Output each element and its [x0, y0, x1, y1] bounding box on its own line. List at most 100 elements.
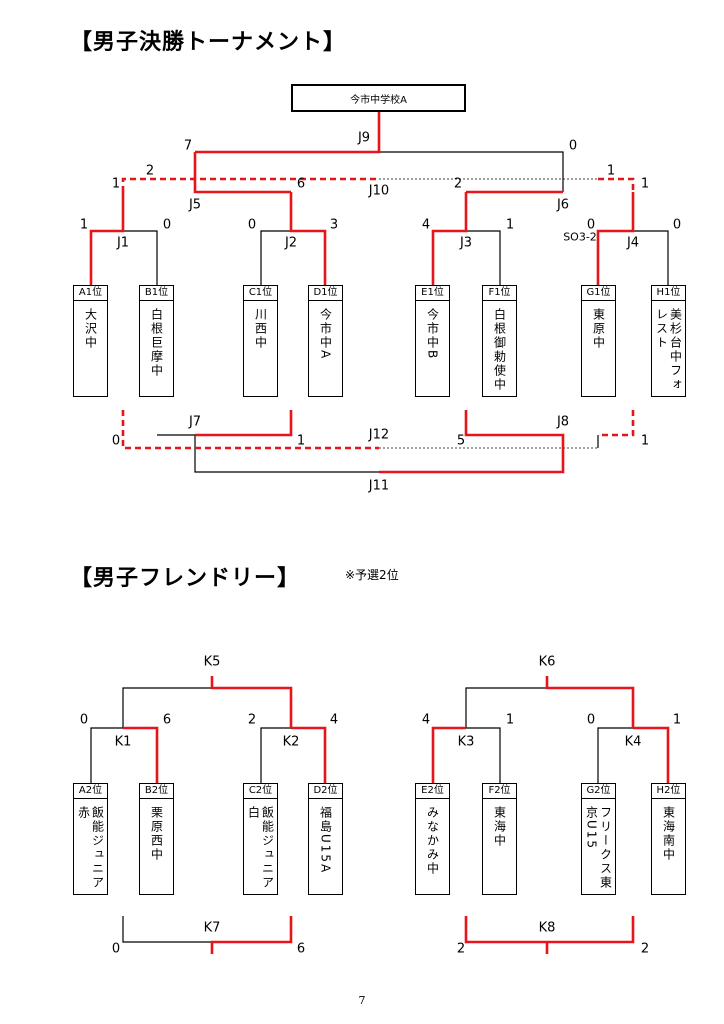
- team-name: 今市中A: [318, 308, 333, 361]
- k5-line-left: [122, 687, 212, 728]
- k6-winner-line: [545, 676, 635, 728]
- score-k4-h: 1: [672, 712, 682, 728]
- score-j4-h: 0: [672, 217, 682, 233]
- k2-line-c: [260, 727, 291, 783]
- team-box-h2: H2位 東海南中: [651, 783, 686, 895]
- j9-winner-line: [195, 112, 381, 154]
- score-j10-right: 1: [640, 176, 650, 192]
- team-seed: A1位: [74, 286, 107, 301]
- team-seed: B2位: [140, 784, 173, 799]
- team-seed: E2位: [416, 784, 449, 799]
- team-name: 飯能ジュニア白: [246, 806, 275, 890]
- team-box-e1: E1位 今市中B: [415, 285, 450, 397]
- match-label-j11: J11: [368, 478, 390, 494]
- k5-winner-line: [210, 676, 293, 728]
- team-name: 飯能ジュニア赤: [76, 806, 105, 890]
- match-label-j3: J3: [459, 235, 473, 251]
- match-label-j4: J4: [626, 235, 640, 251]
- team-seed: F1位: [483, 286, 516, 301]
- team-box-c2: C2位 飯能ジュニア白: [243, 783, 278, 895]
- j5-winner-line: [193, 152, 291, 194]
- match-label-j10: J10: [368, 183, 390, 199]
- score-j3-e: 4: [421, 217, 431, 233]
- match-label-k2: K2: [282, 734, 300, 750]
- match-label-j6: J6: [556, 197, 570, 213]
- j10-winner-line: [121, 177, 379, 192]
- team-box-b1: B1位 白根巨摩中: [139, 285, 174, 397]
- match-label-k3: K3: [457, 734, 475, 750]
- score-j1-b: 0: [162, 217, 172, 233]
- match-label-j2: J2: [284, 235, 298, 251]
- team-name: 白根御勅使中: [492, 308, 507, 392]
- champion-box: 今市中学校A: [291, 84, 466, 112]
- k1-winner-line: [123, 726, 159, 783]
- score-j10-left: 2: [145, 163, 155, 179]
- match-label-k6: K6: [538, 654, 556, 670]
- team-seed: C1位: [244, 286, 277, 301]
- friendly-tournament-title: 【男子フレンドリー】: [70, 566, 301, 591]
- j7-left-dash: [121, 410, 379, 450]
- team-name: みなかみ中: [425, 806, 440, 876]
- match-label-k4: K4: [624, 734, 642, 750]
- team-name: 東海南中: [661, 806, 676, 862]
- j4-line-h: [633, 230, 669, 285]
- score-k2-c: 2: [247, 712, 257, 728]
- score-j9-left: 7: [183, 138, 193, 154]
- score-k3-f: 1: [505, 712, 515, 728]
- team-box-a2: A2位 飯能ジュニア赤: [73, 783, 108, 895]
- team-box-a1: A1位 大沢中: [73, 285, 108, 397]
- team-name: 川西中: [253, 308, 268, 350]
- team-name: 美杉台中フォレスト: [654, 308, 683, 392]
- team-box-d2: D2位 福島U15A: [308, 783, 343, 895]
- k3-winner-line: [431, 726, 466, 783]
- score-j6-right: 1: [606, 163, 616, 179]
- match-label-k8: K8: [538, 920, 556, 936]
- j8-right-dash: [598, 410, 635, 437]
- j3-winner-line: [431, 192, 468, 285]
- match-label-j1: J1: [116, 235, 130, 251]
- team-box-c1: C1位 川西中: [243, 285, 278, 397]
- k6-line-left: [465, 687, 547, 728]
- score-j2-c: 0: [247, 217, 257, 233]
- k1-line-a: [90, 727, 123, 783]
- team-name: 福島U15A: [318, 806, 333, 875]
- match-label-j8: J8: [556, 414, 570, 430]
- team-name: 今市中B: [425, 308, 440, 361]
- team-box-e2: E2位 みなかみ中: [415, 783, 450, 895]
- j2-line-c: [260, 230, 291, 285]
- team-seed: A2位: [74, 784, 107, 799]
- score-k3-e: 4: [421, 712, 431, 728]
- score-k8-left: 2: [456, 941, 466, 957]
- team-seed: H2位: [652, 784, 685, 799]
- team-name: 東海中: [492, 806, 507, 848]
- team-seed: F2位: [483, 784, 516, 799]
- score-j1-a: 1: [79, 217, 89, 233]
- team-seed: C2位: [244, 784, 277, 799]
- k7-winner-line: [210, 916, 293, 954]
- j9-line-right: [379, 151, 564, 192]
- j4-winner-line: [596, 192, 635, 285]
- team-box-b2: B2位 栗原西中: [139, 783, 174, 895]
- j8-winner-line: [379, 410, 565, 474]
- score-k2-d: 4: [329, 712, 339, 728]
- team-seed: H1位: [652, 286, 685, 301]
- score-j7-left: 0: [111, 433, 121, 449]
- j1-winner-line: [89, 192, 125, 285]
- team-name: 東原中: [591, 308, 606, 350]
- team-seed: B1位: [140, 286, 173, 301]
- team-seed: G2位: [582, 784, 615, 799]
- match-label-k1: K1: [114, 734, 132, 750]
- match-label-j9: J9: [357, 130, 371, 146]
- match-label-j7: J7: [188, 414, 202, 430]
- score-k1-b: 6: [162, 712, 172, 728]
- team-name: 大沢中: [83, 308, 98, 350]
- score-j2-d: 3: [329, 217, 339, 233]
- final-tournament-title: 【男子決勝トーナメント】: [70, 30, 347, 55]
- team-box-d1: D1位 今市中A: [308, 285, 343, 397]
- score-j8-left: 5: [456, 433, 466, 449]
- champion-name: 今市中学校A: [350, 94, 407, 106]
- team-box-g2: G2位 フリークス東京U15: [581, 783, 616, 895]
- score-j5-left: 1: [111, 176, 121, 192]
- team-seed: D1位: [309, 286, 342, 301]
